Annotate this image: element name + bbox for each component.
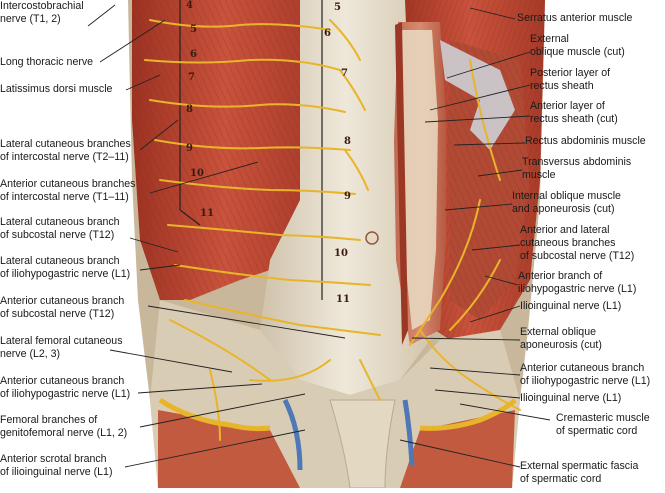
segment-number: 5 xyxy=(334,2,341,13)
segment-number: 6 xyxy=(324,28,331,39)
segment-number: 8 xyxy=(186,104,193,115)
segment-number: 11 xyxy=(336,294,350,305)
leader-lines xyxy=(87,4,551,468)
label-ilioinguinal-nerve: Ilioinguinal nerve (L1) xyxy=(520,300,622,312)
label-rectus-abdominis: Rectus abdominis muscle xyxy=(525,135,646,147)
segment-number: 8 xyxy=(344,136,351,147)
segment-number: 10 xyxy=(190,168,204,179)
label-external-spermatic-fascia: External spermatic fascia of spermatic c… xyxy=(520,460,639,485)
label-transversus-abdominis: Transversus abdominis muscle xyxy=(522,156,632,181)
segment-number: 7 xyxy=(341,68,348,79)
segment-number: 11 xyxy=(200,208,214,219)
label-cremasteric-muscle: Cremasteric muscle of spermatic cord xyxy=(556,412,650,437)
segment-number: 5 xyxy=(190,24,197,35)
segment-number: 10 xyxy=(334,248,348,259)
segment-number: 9 xyxy=(344,191,351,202)
label-anterior-rectus-sheath: Anterior layer of rectus sheath (cut) xyxy=(530,100,618,125)
label-intercostobrachial-nerve: Intercostobrachial nerve (T1, 2) xyxy=(0,0,84,25)
segment-number: 4 xyxy=(186,0,193,11)
label-anterior-cutaneous-intercostal: Anterior cutaneous branches of intercost… xyxy=(0,178,136,203)
label-anterior-scrotal-ilioinguinal: Anterior scrotal branch of ilioinguinal … xyxy=(0,453,113,478)
segment-number: 7 xyxy=(188,72,195,83)
label-anterior-branch-iliohypogastric: Anterior branch of iliohypogastric nerve… xyxy=(518,270,637,295)
posterior-rectus-sheath xyxy=(402,30,438,330)
label-subcostal-branches: Anterior and lateral cutaneous branches … xyxy=(520,224,635,262)
label-lateral-femoral-cutaneous: Lateral femoral cutaneous nerve (L2, 3) xyxy=(0,335,123,360)
label-anterior-cutaneous-subcostal: Anterior cutaneous branch of subcostal n… xyxy=(0,295,125,320)
label-femoral-branches-genitofemoral: Femoral branches of genitofemoral nerve … xyxy=(0,414,128,439)
label-external-oblique-muscle: External oblique muscle (cut) xyxy=(530,33,625,58)
right-spermatic-vessel xyxy=(402,399,415,466)
label-anterior-cutaneous-iliohypogastric: Anterior cutaneous branch of iliohypogas… xyxy=(0,375,131,400)
umbilicus xyxy=(365,231,379,245)
left-spermatic-vessel xyxy=(282,398,303,471)
label-latissimus-dorsi: Latissimus dorsi muscle xyxy=(0,83,113,95)
label-serratus-anterior: Serratus anterior muscle xyxy=(517,12,633,24)
label-lateral-cutaneous-iliohypogastric: Lateral cutaneous branch of iliohypogast… xyxy=(0,255,131,280)
label-external-oblique-aponeurosis: External oblique aponeurosis (cut) xyxy=(520,326,602,351)
rectus-sheath-cut-edge xyxy=(395,22,408,345)
nerve-network xyxy=(144,19,521,441)
label-ilioinguinal-nerve-lower: Ilioinguinal nerve (L1) xyxy=(520,392,622,404)
label-lateral-cutaneous-intercostal: Lateral cutaneous branches of intercosta… xyxy=(0,138,131,163)
label-anterior-cutaneous-iliohypogastric-right: Anterior cutaneous branch of iliohypogas… xyxy=(520,362,651,387)
label-long-thoracic-nerve: Long thoracic nerve xyxy=(0,56,94,68)
label-lateral-cutaneous-subcostal: Lateral cutaneous branch of subcostal ne… xyxy=(0,216,120,241)
label-internal-oblique: Internal oblique muscle and aponeurosis … xyxy=(512,190,621,215)
segment-number: 6 xyxy=(190,49,197,60)
central-aponeurosis xyxy=(260,0,430,395)
segment-number: 9 xyxy=(186,143,193,154)
label-posterior-rectus-sheath: Posterior layer of rectus sheath xyxy=(530,67,611,92)
